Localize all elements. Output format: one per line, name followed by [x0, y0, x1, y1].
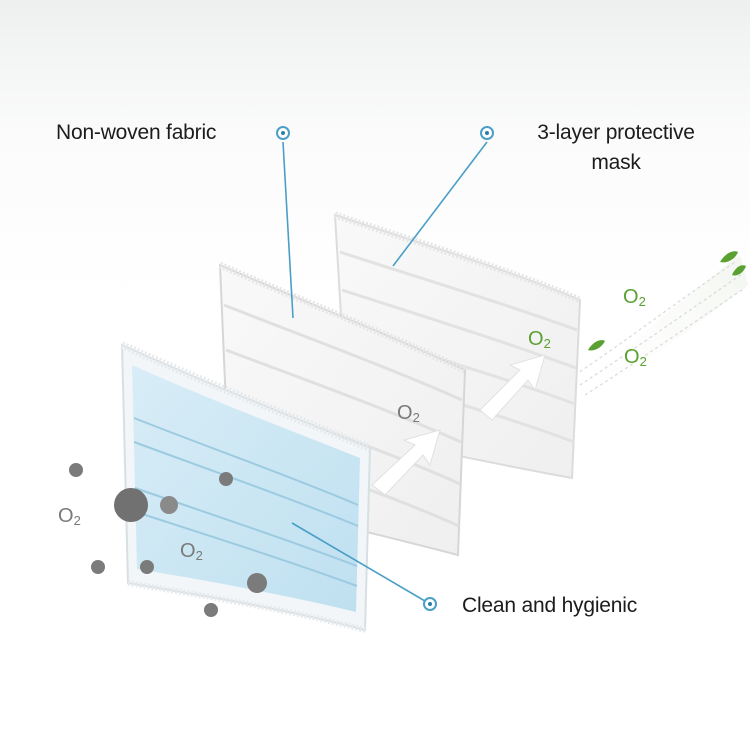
o2-subscript: 2: [195, 548, 203, 563]
label-clean-and-hygienic: Clean and hygienic: [462, 594, 638, 617]
o2-subscript: 2: [639, 354, 647, 369]
label-three-layer-line1: 3-layer protective: [537, 121, 695, 144]
particle-dot: [91, 560, 105, 574]
label-non-woven-fabric: Non-woven fabric: [56, 121, 217, 144]
o2-subscript: 2: [638, 294, 646, 309]
leader-lines: [282, 141, 488, 605]
airflow-arrow-icon: [479, 354, 546, 421]
o2-letter: O: [624, 346, 640, 368]
particle-dot: [140, 560, 154, 574]
particle-dot: [160, 496, 178, 514]
o2-label: O2: [397, 402, 420, 426]
airflow-stream-lines: [574, 261, 746, 396]
label-marker-icon: [480, 126, 494, 140]
front-mask-layer: [120, 341, 372, 633]
particles: [69, 463, 267, 617]
o2-letter: O: [397, 402, 413, 424]
label-three-layer-line2: mask: [591, 151, 641, 174]
o2-letter: O: [623, 286, 639, 308]
leader-line-three-layer: [392, 141, 488, 267]
leaf-icon: [732, 265, 746, 276]
leader-line-non-woven: [282, 141, 294, 319]
o2-label: O2: [58, 505, 81, 529]
leaves: [588, 251, 746, 351]
particle-dot: [204, 603, 218, 617]
o2-label-green: O2: [624, 346, 647, 370]
label-marker-icon: [276, 126, 290, 140]
o2-subscript: 2: [73, 513, 81, 528]
particle-dot: [69, 463, 83, 477]
label-marker-icon: [423, 597, 437, 611]
o2-letter: O: [528, 328, 544, 350]
particle-dot: [114, 488, 148, 522]
leaf-icon: [720, 251, 738, 263]
label-three-layer-mask: 3-layer protective mask: [508, 118, 724, 178]
o2-subscript: 2: [412, 410, 420, 425]
airflow-stream: [565, 255, 748, 405]
o2-label: O2: [180, 540, 203, 564]
leader-line-clean: [291, 522, 431, 605]
particle-dot: [247, 573, 267, 593]
o2-label-green: O2: [623, 286, 646, 310]
particle-dot: [219, 472, 233, 486]
airflow-arrow-icon: [371, 429, 441, 496]
o2-subscript: 2: [543, 336, 551, 351]
o2-letter: O: [180, 540, 196, 562]
leaf-icon: [588, 340, 605, 351]
o2-label-green: O2: [528, 328, 551, 352]
o2-letter: O: [58, 505, 74, 527]
